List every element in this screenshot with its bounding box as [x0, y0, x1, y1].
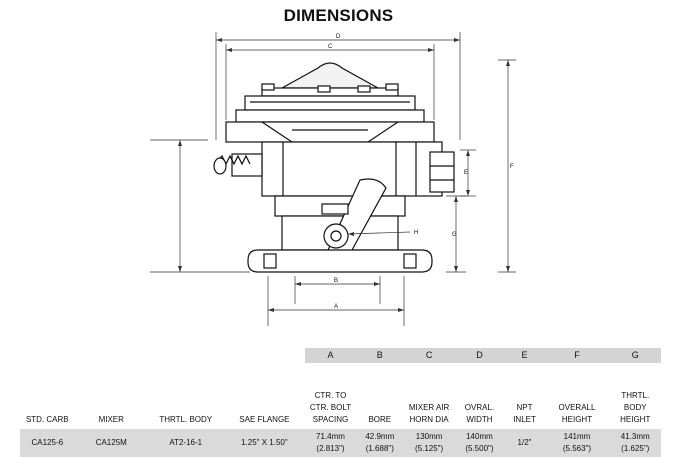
header-cell: BORE	[368, 415, 392, 424]
table-header-row: STD. CARB MIXER THRTL. BODY SAE FLANGE C…	[20, 363, 661, 429]
value-cell: 130mm(5.125")	[403, 429, 455, 457]
value-cell: 42.9mm(1.688")	[355, 429, 404, 457]
value-cell: 141mm(5.563")	[544, 429, 610, 457]
dimension-letter-row: A B C D E F G	[20, 348, 661, 363]
header-cell: MIXER	[98, 415, 124, 424]
header-cell: THRTL. BODY	[159, 415, 213, 424]
value-cell: 1/2"	[504, 429, 545, 457]
dim-label-f: F	[510, 164, 514, 170]
letter-cell: D	[454, 348, 505, 363]
page-title: DIMENSIONS	[283, 6, 394, 25]
value-cell: 41.3mm(1.625")	[609, 429, 661, 457]
dim-label-b: B	[334, 278, 338, 284]
table-row: CA125-6 CA125M AT2-16-1 1.25" X 1.50" 71…	[20, 429, 661, 457]
value-cell: 1.25" X 1.50"	[223, 429, 306, 457]
dim-label-c: C	[328, 44, 333, 50]
value-cell: 140mm(5.500")	[454, 429, 505, 457]
letter-cell: F	[544, 348, 610, 363]
letter-cell: C	[403, 348, 455, 363]
value-cell: AT2-16-1	[147, 429, 224, 457]
header-cell: OVRAL.WIDTH	[464, 403, 495, 424]
dim-label-e: E	[464, 170, 468, 176]
letter-cell: B	[355, 348, 404, 363]
header-cell: STD. CARB	[25, 415, 69, 424]
dim-label-d: D	[336, 34, 341, 40]
mixer-dimension-drawing: D C F E G H B A	[150, 32, 516, 326]
dim-label-a: A	[334, 304, 338, 310]
value-cell: 71.4mm(2.813")	[305, 429, 356, 457]
letter-cell: G	[609, 348, 661, 363]
header-cell: SAE FLANGE	[239, 415, 290, 424]
value-cell: CA125M	[74, 429, 148, 457]
dim-label-h: H	[414, 230, 418, 236]
letter-cell: E	[504, 348, 545, 363]
dim-label-g: G	[452, 232, 457, 238]
value-cell: CA125-6	[20, 429, 75, 457]
letter-cell: A	[305, 348, 356, 363]
